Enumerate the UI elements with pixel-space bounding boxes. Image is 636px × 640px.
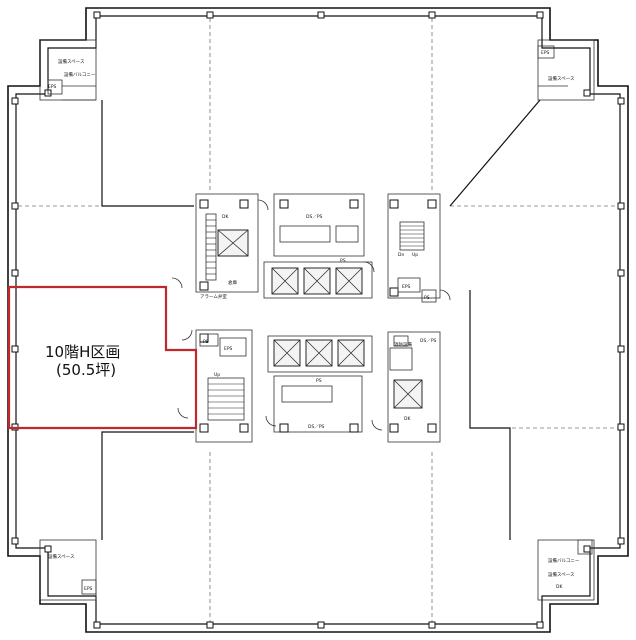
core-s-dsps-label: DS／PS (308, 424, 325, 430)
ne-eps-label: EPS (541, 50, 550, 56)
sw-core-ps-label: PS (203, 339, 209, 345)
zone-partitions (101, 99, 541, 540)
highlighted-zone: 10階H区画 (50.5坪) (7, 285, 198, 430)
sw-up-label: Up (214, 372, 220, 378)
zone-title: 10階H区画 (45, 343, 120, 361)
sw-eps-label: EPS (84, 586, 93, 592)
nw-equipment-balcony-label: 設備バルコニー (64, 71, 96, 78)
se-core-firefighting-label: 消防設備 (394, 341, 412, 348)
ne-stair (399, 221, 425, 251)
core-nw-dk-label: DK (222, 214, 229, 220)
ne-core-ps-label: PS (424, 295, 430, 301)
ne-dn-label: Dn (398, 252, 404, 258)
nw-stair (205, 213, 217, 281)
ne-core-eps-label: EPS (402, 284, 411, 290)
zone-area: (50.5坪) (56, 361, 116, 379)
corner-se-equipment: 設備バルコニー 設備スペース DK (537, 539, 595, 601)
nw-equipment-space-label: 設備スペース (58, 58, 85, 65)
ne-up-label: Up (412, 252, 418, 258)
core-nw-alarm-valve-label: アラーム弁室 (200, 293, 227, 300)
perimeter-columns (11, 11, 625, 629)
core-n-dsps-label: DS／PS (306, 214, 323, 220)
sw-stair (207, 377, 245, 421)
corner-ne-equipment: EPS 設備スペース (537, 39, 595, 101)
se-core-dk-label: DK (404, 416, 411, 422)
corner-nw-equipment: 設備スペース 設備バルコニー EPS (39, 39, 97, 101)
door-swings (171, 199, 451, 431)
structural-grid (18, 18, 618, 622)
zone-h-outline (7, 285, 198, 430)
se-dk-label: DK (556, 584, 563, 590)
sw-equipment-space-label: 設備スペース (48, 553, 75, 560)
ne-equipment-space-label: 設備スペース (548, 75, 575, 82)
core-s-ps-label: PS (316, 378, 322, 384)
se-core-dsps-label: DS／PS (420, 338, 437, 344)
corner-sw-equipment: 設備スペース EPS (39, 539, 97, 601)
building-outline (7, 7, 629, 633)
core-n-ps-label: PS (340, 258, 346, 264)
sw-core-eps-label: EPS (224, 346, 233, 352)
se-equipment-balcony-label: 設備バルコニー (548, 557, 580, 564)
core-nw-storage-label: 倉庫 (228, 279, 237, 286)
se-equipment-space-label: 設備スペース (548, 571, 575, 578)
core: DK 倉庫 アラーム弁室 DS／PS PS Dn Up EPS PS (195, 193, 441, 443)
nw-eps-label: EPS (48, 84, 57, 90)
